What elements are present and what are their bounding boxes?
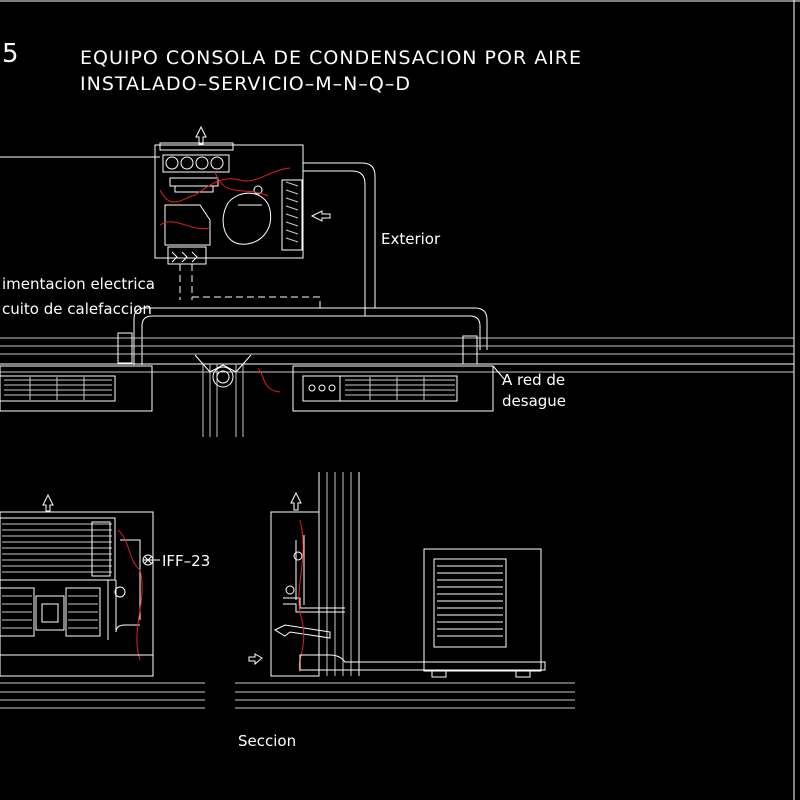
floor-slab-bottom-right: [235, 682, 575, 709]
label-seccion: Seccion: [238, 732, 296, 750]
left-arrow-icon: [310, 210, 331, 222]
label-iff-23: IFF–23: [162, 552, 210, 570]
condensing-unit: [0, 125, 331, 265]
unit-elevation: [0, 493, 160, 677]
label-alimentacion-electrica: imentacion electrica: [2, 275, 155, 293]
up-arrow-icon: [195, 125, 207, 145]
drawing-subtitle: INSTALADO–SERVICIO–M–N–Q–D: [80, 73, 411, 95]
up-arrow-icon: [290, 491, 302, 511]
refrigerant-lines: [133, 162, 488, 365]
sheet-number: 5: [2, 39, 19, 69]
right-arrow-icon: [248, 653, 263, 666]
floor-slab-bottom-left: [0, 682, 205, 709]
label-red-desague-1: A red de: [502, 371, 565, 389]
console-unit-right: [292, 335, 506, 412]
up-arrow-icon: [42, 493, 54, 512]
pipe-chase: [194, 354, 281, 437]
label-exterior: Exterior: [381, 230, 441, 248]
electric-feed: [179, 264, 321, 308]
label-red-desague-2: desague: [502, 392, 566, 410]
console-unit-left: [0, 332, 153, 412]
floor-slab-top: [0, 337, 794, 373]
label-circuito-calefaccion: cuito de calefaccion: [2, 300, 152, 318]
section-view: [248, 472, 546, 678]
drawing-title: EQUIPO CONSOLA DE CONDENSACION POR AIRE: [80, 47, 582, 69]
